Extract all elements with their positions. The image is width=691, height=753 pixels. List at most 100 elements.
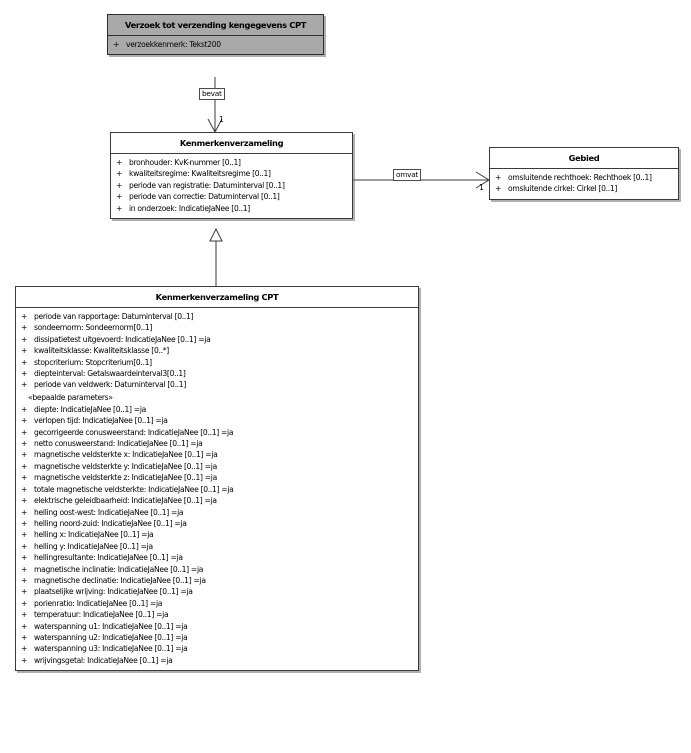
- attribute-row: + gecorrigeerde conusweerstand: Indicatie…: [16, 427, 418, 438]
- attribute-signature: periode van rapportage: Datuminterval [0…: [34, 312, 194, 321]
- attribute-signature: periode van correctie: Datuminterval [0.…: [129, 192, 280, 202]
- attribute-visibility: +: [21, 380, 28, 390]
- class-title-verzoek: Verzoek tot verzending kengegevens CPT: [108, 15, 323, 36]
- attribute-signature: hellingresultante: IndicatieJaNee [0..1]…: [34, 553, 183, 563]
- attribute-visibility: +: [21, 450, 28, 460]
- attribute-signature: diepteinterval: Getalswaardeinterval3[0.…: [34, 369, 186, 379]
- attribute-signature: verzoekkenmerk: Tekst200: [126, 40, 221, 49]
- attribute-row: + magnetische veldsterkte z: IndicatieJaN…: [16, 472, 418, 483]
- attribute-signature: waterspanning u1: IndicatieJaNee [0..1] …: [34, 621, 188, 631]
- class-title-gebied: Gebied: [490, 148, 678, 169]
- attribute-row: +magnetische inclinatie: IndicatieJaNee …: [16, 564, 418, 575]
- edge-generalization-triangle: [209, 227, 223, 242]
- attribute-visibility: +: [21, 518, 28, 528]
- attribute-signature: plaatselijke wrijving: IndicatieJaNee [0…: [34, 587, 193, 597]
- attribute-signature: magnetische veldsterkte z: IndicatieJaNe…: [34, 473, 217, 483]
- attribute-visibility: +: [21, 473, 28, 483]
- attribute-signature: waterspanning u2: IndicatieJaNee [0..1] …: [34, 632, 188, 642]
- edge-multiplicity-omvat: 1: [479, 183, 484, 192]
- attribute-visibility: +: [116, 192, 123, 202]
- attribute-signature: waterspanning u3: IndicatieJaNee [0..1] …: [34, 644, 188, 654]
- attribute-row: + magnetische declinatie: IndicatieJaNee …: [16, 575, 418, 586]
- class-box-kenmerkenverzameling[interactable]: Kenmerkenverzameling + bronhouder: KvK-n…: [110, 132, 353, 220]
- attribute-signature: periode van registratie: Datuminterval […: [129, 180, 285, 190]
- attribute-row: +waterspanning u1: IndicatieJaNee [0..1]…: [16, 621, 418, 632]
- attribute-visibility: +: [116, 169, 123, 179]
- attribute-visibility: +: [21, 439, 28, 449]
- attribute-row: + sondeernorm: Sondeernorm[0..1]: [16, 322, 418, 333]
- attribute-row: + netto conusweerstand: IndicatieJaNee [0…: [16, 438, 418, 449]
- attribute-signature: gecorrigeerde conusweerstand: IndicatieJ…: [34, 427, 234, 437]
- edge-label-omvat: omvat: [393, 169, 422, 181]
- attribute-signature: elektrische geleidbaarheid: IndicatieJaN…: [34, 496, 217, 506]
- attribute-visibility: +: [21, 369, 28, 379]
- attribute-visibility: +: [21, 655, 28, 665]
- attribute-row: +elektrische geleidbaarheid: IndicatieJa…: [16, 495, 418, 506]
- attribute-signature: porienratio: IndicatieJaNee [0..1] =ja: [34, 598, 163, 608]
- attribute-signature: dissipatietest uitgevoerd: IndicatieJaNe…: [34, 334, 211, 344]
- class-attributes-kenmerkenverzameling-cpt: + periode van rapportage: Datuminterval […: [16, 308, 418, 670]
- attribute-row: + periode van rapportage: Datuminterval […: [16, 311, 418, 322]
- class-box-verzoek-tot-verzending-kengegevens-cpt[interactable]: Verzoek tot verzending kengegevens CPT +…: [107, 14, 324, 56]
- attribute-stereotype-row: «bepaalde parameters»: [16, 391, 418, 404]
- attribute-signature: verlopen tijd: IndicatieJaNee [0..1] =ja: [34, 416, 168, 426]
- attribute-visibility: +: [21, 553, 28, 563]
- attribute-signature: sondeernorm: Sondeernorm[0..1]: [34, 323, 153, 333]
- class-attributes-gebied: + omsluitende rechthoek: Rechthoek [0..1…: [490, 169, 678, 199]
- attribute-signature: totale magnetische veldsterkte: Indicati…: [34, 484, 234, 494]
- attribute-visibility: +: [21, 357, 28, 367]
- attribute-row: + helling oost-west: IndicatieJaNee [0..1…: [16, 507, 418, 518]
- attribute-row: + waterspanning u2: IndicatieJaNee [0..1]…: [16, 632, 418, 643]
- attribute-signature: diepte: IndicatieJaNee [0..1] =ja: [34, 404, 147, 414]
- attribute-row: + stopcriterium: Stopcriterium[0..1]: [16, 357, 418, 368]
- attribute-row: +wrijvingsgetal: IndicatieJaNee [0..1] =…: [16, 655, 418, 666]
- attribute-visibility: +: [21, 587, 28, 597]
- attribute-visibility: +: [21, 507, 28, 517]
- attribute-signature: omsluitende rechthoek: Rechthoek [0..1]: [508, 173, 652, 182]
- attribute-signature: stopcriterium: Stopcriterium[0..1]: [34, 357, 152, 367]
- attribute-visibility: +: [21, 575, 28, 585]
- attribute-visibility: +: [21, 427, 28, 437]
- attribute-signature: kwaliteitsklasse: Kwaliteitsklasse [0..*…: [34, 346, 169, 356]
- attribute-visibility: +: [21, 323, 28, 333]
- attribute-row: + diepteinterval: Getalswaardeinterval3[0…: [16, 368, 418, 379]
- attribute-visibility: +: [21, 461, 28, 471]
- attribute-signature: magnetische inclinatie: IndicatieJaNee […: [34, 564, 204, 574]
- attribute-visibility: +: [21, 541, 28, 551]
- attribute-row: + kwaliteitsregime: Kwaliteitsregime [0.…: [111, 168, 352, 179]
- class-title-kenmerkenverzameling-cpt: Kenmerkenverzameling CPT: [16, 287, 418, 308]
- attribute-row: + bronhouder: KvK-nummer [0..1]: [111, 157, 352, 168]
- attribute-signature: helling oost-west: IndicatieJaNee [0..1]…: [34, 507, 184, 517]
- attribute-row: +helling x: IndicatieJaNee [0..1] =ja: [16, 529, 418, 540]
- attribute-row: + verlopen tijd: IndicatieJaNee [0..1] =j…: [16, 415, 418, 426]
- attribute-visibility: +: [21, 416, 28, 426]
- attribute-visibility: +: [495, 173, 502, 182]
- attribute-visibility: +: [21, 632, 28, 642]
- attribute-row: +diepte: IndicatieJaNee [0..1] =ja: [16, 404, 418, 415]
- attribute-row: + periode van registratie: Datuminterval…: [111, 180, 352, 191]
- attribute-signature: magnetische declinatie: IndicatieJaNee […: [34, 575, 206, 585]
- attribute-signature: in onderzoek: IndicatieJaNee [0..1]: [129, 203, 250, 213]
- edge-label-bevat: bevat: [199, 88, 225, 100]
- class-box-kenmerkenverzameling-cpt[interactable]: Kenmerkenverzameling CPT + periode van ra…: [15, 286, 419, 672]
- attribute-row: +totale magnetische veldsterkte: Indicat…: [16, 484, 418, 495]
- attribute-visibility: +: [21, 312, 28, 321]
- attribute-row: + omsluitende rechthoek: Rechthoek [0..1…: [490, 172, 678, 183]
- attribute-signature: netto conusweerstand: IndicatieJaNee [0.…: [34, 439, 203, 449]
- attribute-signature: kwaliteitsregime: Kwaliteitsregime [0..1…: [129, 169, 271, 179]
- attribute-visibility: +: [21, 610, 28, 620]
- class-title-kenmerkenverzameling: Kenmerkenverzameling: [111, 133, 352, 154]
- attribute-row: +kwaliteitsklasse: Kwaliteitsklasse [0..…: [16, 345, 418, 356]
- attribute-signature: helling x: IndicatieJaNee [0..1] =ja: [34, 530, 154, 540]
- attribute-row: +magnetische veldsterkte y: IndicatieJaN…: [16, 461, 418, 472]
- class-box-gebied[interactable]: Gebied + omsluitende rechthoek: Rechthoe…: [489, 147, 679, 200]
- attribute-signature: helling y: IndicatieJaNee [0..1] =ja: [34, 541, 153, 551]
- attribute-row: + magnetische veldsterkte x: IndicatieJaN…: [16, 449, 418, 460]
- attribute-row: + omsluitende cirkel: Cirkel [0..1]: [490, 183, 678, 194]
- attribute-signature: magnetische veldsterkte x: IndicatieJaNe…: [34, 450, 218, 460]
- attribute-row: +waterspanning u3: IndicatieJaNee [0..1]…: [16, 643, 418, 654]
- attribute-signature: periode van veldwerk: Datuminterval [0..…: [34, 380, 186, 390]
- edge-multiplicity-bevat: 1: [219, 115, 224, 124]
- attribute-row: +temperatuur: IndicatieJaNee [0..1] =ja: [16, 609, 418, 620]
